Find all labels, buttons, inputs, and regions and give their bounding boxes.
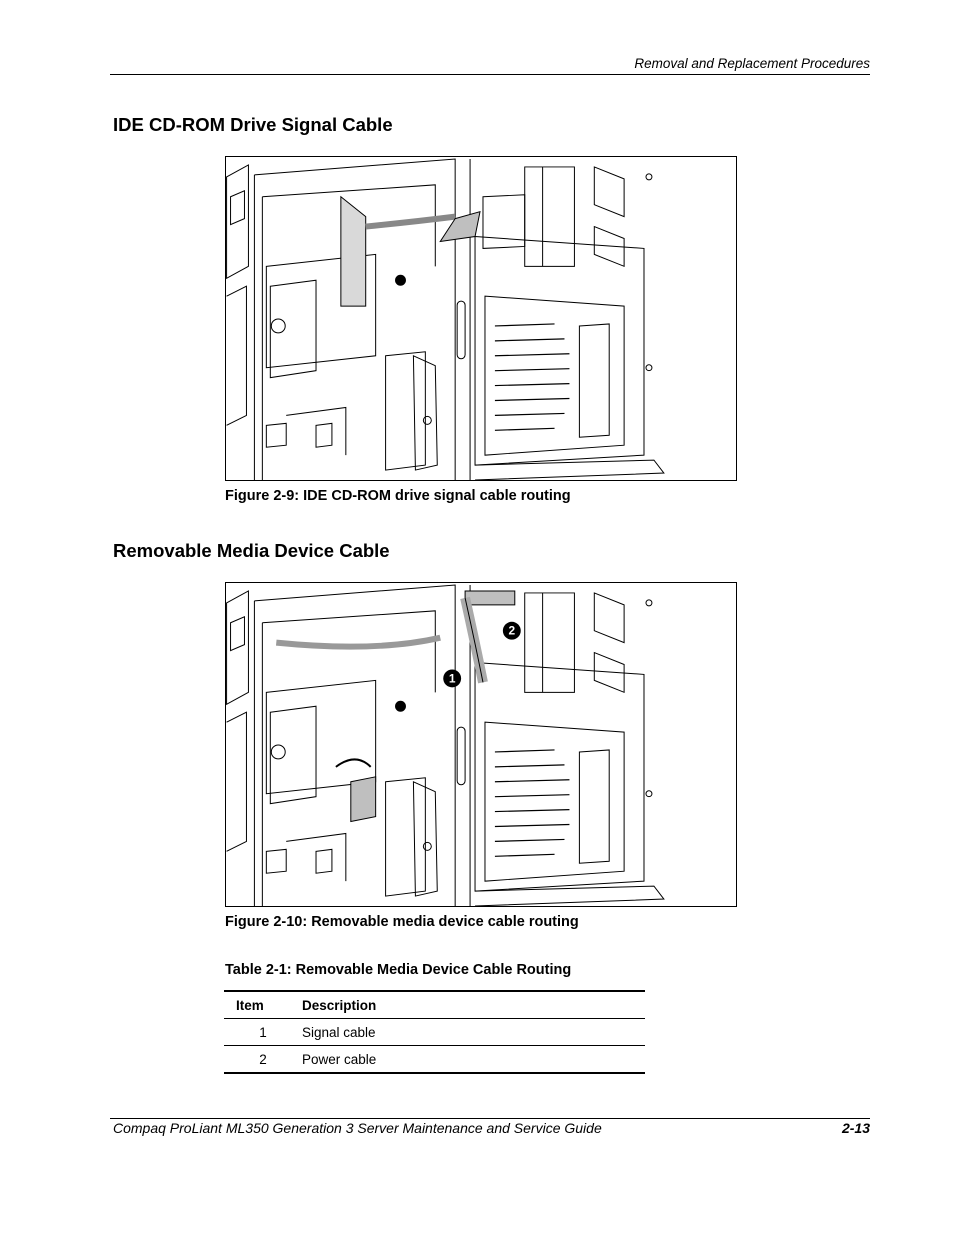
table-cell-description: Signal cable bbox=[302, 1018, 645, 1046]
table-title: Table 2-1: Removable Media Device Cable … bbox=[225, 962, 572, 978]
figure-caption-2-10: Figure 2-10: Removable media device cabl… bbox=[225, 914, 579, 930]
footer-page-number: 2-13 bbox=[841, 1120, 870, 1136]
table-cell-item: 1 bbox=[224, 1018, 302, 1046]
cable-routing-table: Item Description 1 Signal cable 2 Power … bbox=[224, 990, 645, 1074]
table-row: 2 Power cable bbox=[224, 1045, 645, 1074]
section-heading-ide-cdrom: IDE CD-ROM Drive Signal Cable bbox=[113, 114, 393, 135]
section-heading-removable-media: Removable Media Device Cable bbox=[113, 540, 390, 561]
figure-removable-media-cable-routing: 1 2 bbox=[225, 582, 737, 907]
table-cell-item: 2 bbox=[224, 1045, 302, 1074]
table-cell-description: Power cable bbox=[302, 1045, 645, 1074]
column-header-description: Description bbox=[302, 990, 645, 1019]
footer-rule bbox=[110, 1118, 870, 1119]
footer-guide-title: Compaq ProLiant ML350 Generation 3 Serve… bbox=[113, 1120, 602, 1136]
header-rule bbox=[110, 74, 870, 75]
server-chassis-illustration bbox=[226, 158, 665, 480]
figure-caption-2-9: Figure 2-9: IDE CD-ROM drive signal cabl… bbox=[225, 488, 571, 504]
callout-2-icon: 2 bbox=[502, 621, 521, 640]
callout-1-icon: 1 bbox=[443, 669, 462, 688]
column-header-item: Item bbox=[224, 990, 302, 1019]
table-header-row: Item Description bbox=[224, 990, 645, 1019]
running-header: Removal and Replacement Procedures bbox=[634, 56, 870, 71]
table-row: 1 Signal cable bbox=[224, 1018, 645, 1046]
server-chassis-illustration-2: 1 2 bbox=[226, 584, 665, 906]
figure-ide-cdrom-cable-routing bbox=[225, 156, 737, 481]
svg-text:2: 2 bbox=[508, 624, 515, 638]
svg-text:1: 1 bbox=[449, 671, 456, 685]
